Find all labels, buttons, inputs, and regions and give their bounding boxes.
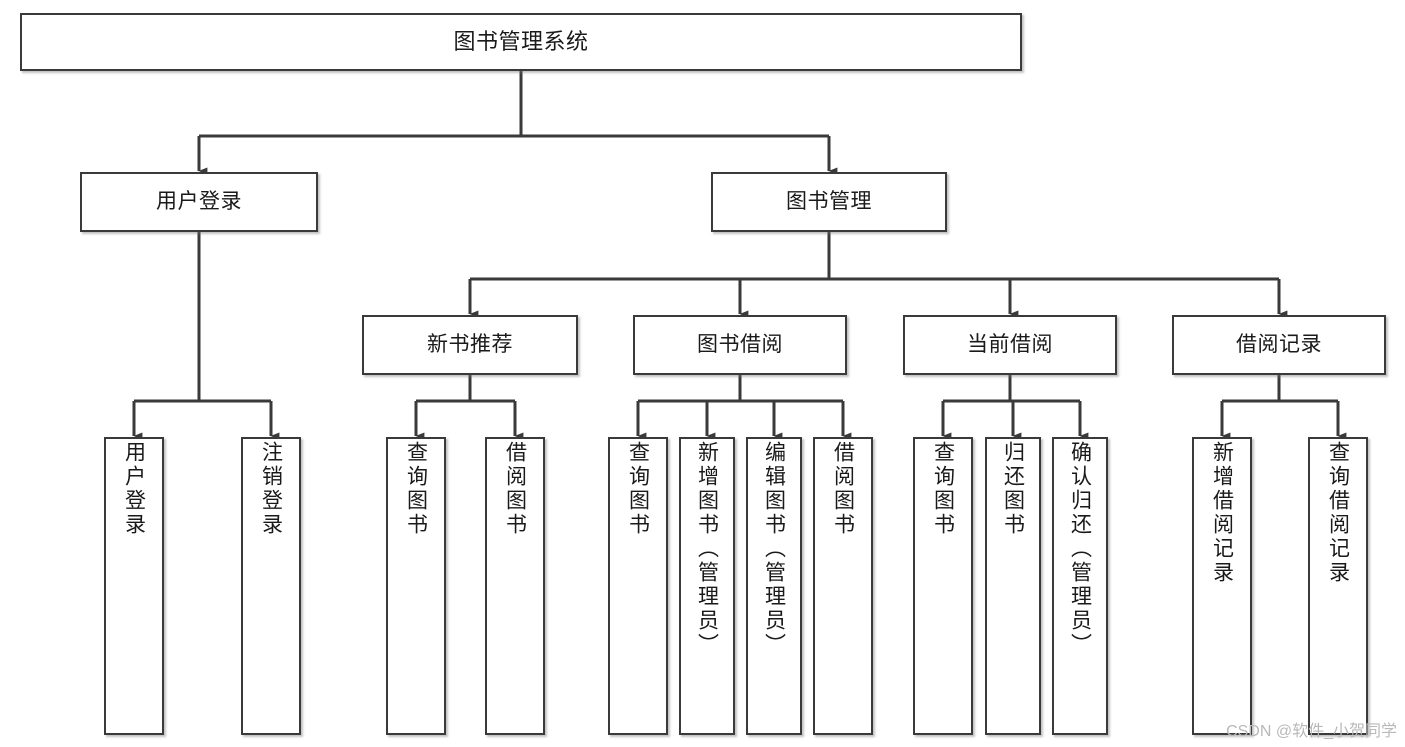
node-leaf-user-logout[interactable]: 注销登录 xyxy=(241,437,301,735)
node-label-leaf-return-book: 归还图书 xyxy=(1001,441,1025,537)
node-label-book-manage: 图书管理 xyxy=(786,189,872,213)
node-user-login[interactable]: 用户登录 xyxy=(80,172,318,232)
node-new-book-rec[interactable]: 新书推荐 xyxy=(362,315,578,375)
node-label-current-borrow: 当前借阅 xyxy=(967,332,1053,356)
node-label-leaf-query-book-2: 查询图书 xyxy=(626,441,650,537)
node-leaf-borrow-book-2[interactable]: 借阅图书 xyxy=(813,437,873,735)
node-label-leaf-query-book-1: 查询图书 xyxy=(404,441,428,537)
node-leaf-add-record[interactable]: 新增借阅记录 xyxy=(1192,437,1252,735)
node-label-new-book-rec: 新书推荐 xyxy=(427,332,513,356)
node-label-leaf-borrow-book-1: 借阅图书 xyxy=(503,441,527,537)
node-leaf-edit-book[interactable]: 编辑图书（管理员） xyxy=(746,437,802,735)
node-leaf-user-login[interactable]: 用户登录 xyxy=(104,437,164,735)
node-label-leaf-query-record: 查询借阅记录 xyxy=(1326,441,1350,585)
node-book-manage[interactable]: 图书管理 xyxy=(711,172,947,232)
node-leaf-add-book[interactable]: 新增图书（管理员） xyxy=(679,437,735,735)
node-root[interactable]: 图书管理系统 xyxy=(20,13,1022,71)
node-label-leaf-user-logout: 注销登录 xyxy=(259,441,283,537)
watermark-text: CSDN @软件_小贺同学 xyxy=(1226,723,1397,740)
node-label-book-borrow: 图书借阅 xyxy=(697,332,783,356)
node-label-leaf-edit-book: 编辑图书（管理员） xyxy=(762,441,786,657)
node-leaf-borrow-book-1[interactable]: 借阅图书 xyxy=(485,437,545,735)
node-label-leaf-borrow-book-2: 借阅图书 xyxy=(831,441,855,537)
node-leaf-return-book[interactable]: 归还图书 xyxy=(985,437,1041,735)
node-leaf-confirm-ret[interactable]: 确认归还（管理员） xyxy=(1052,437,1108,735)
node-label-user-login: 用户登录 xyxy=(156,189,242,213)
node-leaf-query-book-3[interactable]: 查询图书 xyxy=(913,437,973,735)
node-borrow-record[interactable]: 借阅记录 xyxy=(1172,315,1386,375)
node-label-borrow-record: 借阅记录 xyxy=(1236,332,1322,356)
node-label-leaf-add-record: 新增借阅记录 xyxy=(1210,441,1234,585)
node-current-borrow[interactable]: 当前借阅 xyxy=(903,315,1117,375)
node-label-root: 图书管理系统 xyxy=(453,29,589,55)
node-leaf-query-book-1[interactable]: 查询图书 xyxy=(386,437,446,735)
node-label-leaf-user-login: 用户登录 xyxy=(122,441,146,537)
node-leaf-query-book-2[interactable]: 查询图书 xyxy=(608,437,668,735)
node-leaf-query-record[interactable]: 查询借阅记录 xyxy=(1308,437,1368,735)
node-label-leaf-query-book-3: 查询图书 xyxy=(931,441,955,537)
node-label-leaf-add-book: 新增图书（管理员） xyxy=(695,441,719,657)
node-label-leaf-confirm-ret: 确认归还（管理员） xyxy=(1068,441,1092,657)
node-book-borrow[interactable]: 图书借阅 xyxy=(633,315,847,375)
